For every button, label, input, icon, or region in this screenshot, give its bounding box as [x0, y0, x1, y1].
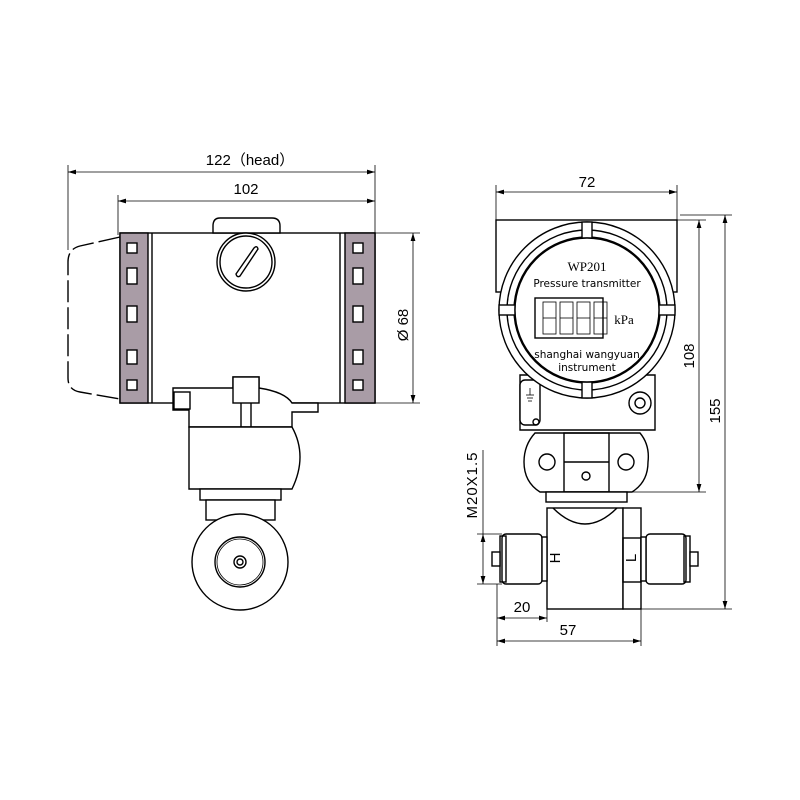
dim-thread-label: M20X1.5 — [464, 451, 481, 518]
dim-fitting-length: 20 — [496, 584, 548, 646]
screw — [628, 391, 652, 415]
maker-line2: instrument — [558, 362, 616, 374]
left-band — [119, 232, 149, 404]
product-label: Pressure transmitter — [533, 278, 641, 290]
dim-diameter-label: Ø 68 — [395, 309, 412, 342]
dim-height-head-label: 108 — [681, 343, 698, 368]
fitting-low — [640, 533, 699, 585]
dim-height-head: 108 — [627, 219, 706, 493]
dim-fitting-length-label: 20 — [514, 599, 531, 616]
dim-diameter: Ø 68 — [375, 232, 420, 404]
dim-height-total: 155 — [641, 214, 732, 610]
dim-head-width-label: 122（head） — [206, 152, 294, 169]
dim-body-width-label: 102 — [233, 181, 258, 198]
port-high-label: H — [547, 553, 564, 564]
unit-label: kPa — [614, 312, 634, 327]
dim-body-width: 102 — [117, 181, 375, 235]
lcd-digits — [542, 301, 608, 335]
dim-thread: M20X1.5 — [464, 450, 502, 585]
dim-bottom-width: 57 — [497, 609, 642, 646]
side-view: 122（head） 102 — [67, 152, 420, 611]
cap-base — [212, 217, 281, 234]
dim-front-width: 72 — [495, 174, 678, 220]
dim-head-width: 122（head） — [67, 152, 376, 250]
cap[interactable] — [216, 232, 276, 292]
fitting-high — [491, 533, 548, 585]
maker-line1: shanghai wangyuan — [534, 349, 640, 361]
model-label: WP201 — [568, 259, 607, 274]
front-view: 72 WP201 Pressure transmitter kPa shangh… — [464, 174, 732, 646]
port-low-label: L — [623, 554, 640, 562]
cover-outline — [67, 236, 121, 400]
dim-height-total-label: 155 — [707, 398, 724, 423]
process-flange — [191, 513, 289, 611]
neck-block — [188, 426, 301, 490]
dim-front-width-label: 72 — [579, 174, 596, 191]
dim-bottom-width-label: 57 — [560, 622, 577, 639]
ground-terminal — [519, 379, 541, 426]
